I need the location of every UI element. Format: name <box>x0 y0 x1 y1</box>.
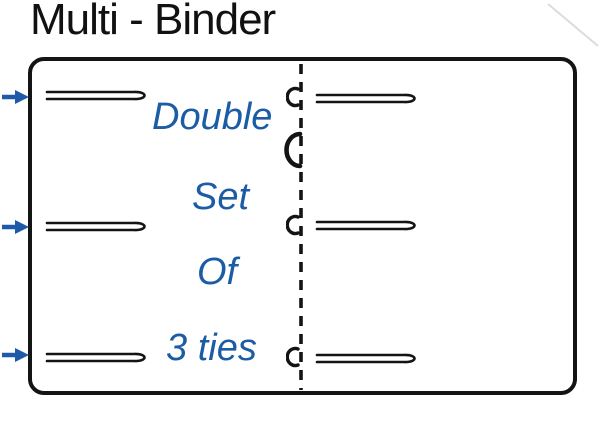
label-of: Of <box>197 251 238 293</box>
binder-ring-small <box>286 346 300 368</box>
tie-loop <box>45 90 146 101</box>
right-arrow <box>2 220 29 234</box>
tie-loop <box>315 353 416 364</box>
binder-outline <box>28 57 577 395</box>
label-double: Double <box>152 96 273 138</box>
binder-ring-small <box>286 86 300 108</box>
faint-diagonal-line <box>547 3 599 47</box>
tie-loop <box>45 352 146 363</box>
binder-ring-large <box>284 131 303 169</box>
diagram-title: Multi - Binder <box>30 0 276 44</box>
tie-loop <box>315 93 416 104</box>
label-3-ties: 3 ties <box>166 327 257 369</box>
right-arrow <box>2 90 29 104</box>
binder-ring-small <box>286 214 300 236</box>
tie-loop <box>315 220 416 231</box>
right-arrow <box>2 348 29 362</box>
tie-loop <box>45 221 146 232</box>
label-set: Set <box>192 176 250 218</box>
dashed-fold-line <box>299 64 303 390</box>
